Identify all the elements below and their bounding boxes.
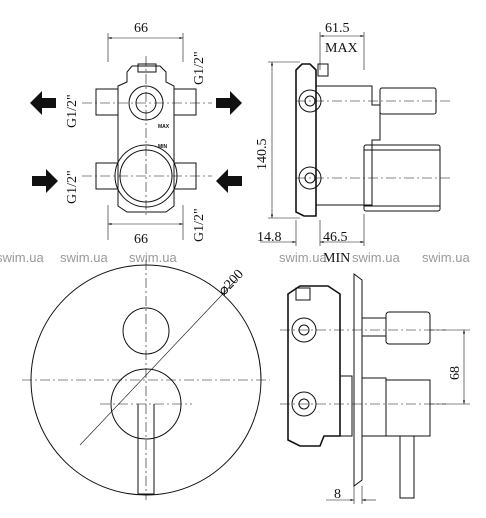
thread-bottom-right-label: G1/2" <box>192 208 207 242</box>
plate-thickness-label: 8 <box>334 487 341 502</box>
top-cap <box>137 63 157 73</box>
side-top-nub <box>317 63 329 77</box>
assembled-cover-plate <box>353 273 363 487</box>
watermark-2: swim.ua <box>60 250 108 265</box>
watermark-3: swim.ua <box>129 250 177 265</box>
watermark-1: swim.ua <box>0 250 44 265</box>
watermark-6: swim.ua <box>422 250 470 265</box>
watermark-5: swim.ua <box>352 250 400 265</box>
inlet-arrow-right-icon <box>216 169 242 193</box>
spacing-label: 68 <box>448 366 463 380</box>
inlet-arrow-left-icon <box>32 169 58 193</box>
assembled-knob <box>385 311 431 345</box>
max-depth-label: MAX <box>325 41 358 56</box>
thread-left-lower-label: G1/2" <box>65 170 80 204</box>
valve-body-side-view: 61.5 MAX 140.5 14.8 46.5 MIN <box>255 21 452 266</box>
diameter-line <box>79 279 237 446</box>
side-body-left-block <box>295 63 317 217</box>
valve-body-outline <box>117 65 175 213</box>
outlet-arrow-left-icon <box>30 91 56 115</box>
assembled-lever <box>399 436 415 499</box>
offset-left-label: 14.8 <box>257 230 282 245</box>
assembled-knob-stem <box>361 317 387 337</box>
min-mark: MIN <box>158 144 168 150</box>
width-bottom-label: 66 <box>134 232 148 247</box>
assembled-handle-body <box>385 379 431 437</box>
outlet-arrow-right-icon <box>216 91 242 115</box>
valve-body-front-view: 66 66 MAX MIN G1/2" G1/2" <box>30 21 242 247</box>
width-top-label: 66 <box>134 21 148 36</box>
max-mark: MAX <box>158 124 170 130</box>
min-depth-label: MIN <box>323 251 350 266</box>
assembled-cartridge <box>339 375 353 437</box>
depth-bottom-label: 46.5 <box>323 230 348 245</box>
height-label: 140.5 <box>255 139 270 171</box>
watermark-row: swim.ua swim.ua swim.ua swim.ua swim.ua … <box>0 250 470 265</box>
right-upper-stub <box>173 88 197 116</box>
thread-top-right-label: G1/2" <box>192 51 207 85</box>
watermark-4: swim.ua <box>279 250 327 265</box>
depth-top-label: 61.5 <box>325 21 350 36</box>
assembled-handle-neck <box>361 377 387 437</box>
assembled-side-view: 68 8 <box>280 273 470 504</box>
side-body-main <box>316 85 381 206</box>
diameter-label: ⌀200 <box>216 267 247 299</box>
assembled-valve-body <box>287 285 341 447</box>
left-upper-stub <box>95 88 119 116</box>
cover-plate-front-view: ⌀200 <box>22 260 270 500</box>
thread-left-upper-label: G1/2" <box>65 94 80 128</box>
